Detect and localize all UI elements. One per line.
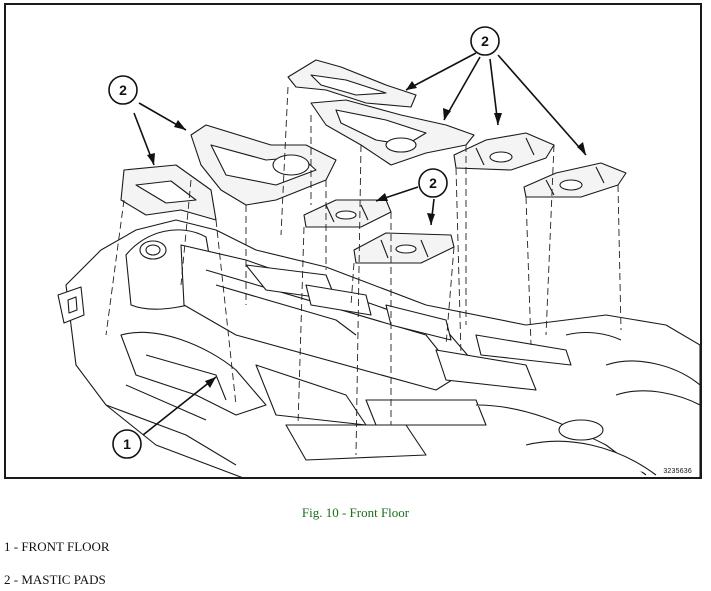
callout-2-center: 2 [418,168,448,198]
figure-id-label: 3235636 [663,468,692,475]
mastic-pad-right-2 [523,162,627,198]
alignment-lines [105,86,622,456]
figure-frame: 2 2 2 1 3235636 [4,3,702,479]
mastic-pad-top-front [310,99,475,166]
front-floor-diagram: 2 2 2 1 [57,26,700,477]
mastic-pad-right-1 [453,132,555,171]
callout-2-top: 2 [470,26,500,56]
callout-2-left: 2 [108,75,138,105]
legend-item-front-floor: 1 - FRONT FLOOR [4,539,110,554]
svg-text:2: 2 [429,175,437,191]
mastic-pad-center-2 [353,232,455,264]
legend-item-mastic-pads: 2 - MASTIC PADS [4,572,106,587]
svg-text:2: 2 [481,33,489,49]
svg-text:2: 2 [119,82,127,98]
front-floor-pan [57,219,700,477]
figure-caption: Fig. 10 - Front Floor [301,505,410,520]
mastic-pad-left-upper [120,164,217,221]
mastic-pad-center-1 [303,199,392,228]
callout-1: 1 [112,429,142,459]
arrow-heads [147,81,586,388]
mastic-pad-left-tunnel [190,124,337,206]
svg-text:1: 1 [123,436,131,452]
mastic-pad-top-rear [287,59,417,108]
